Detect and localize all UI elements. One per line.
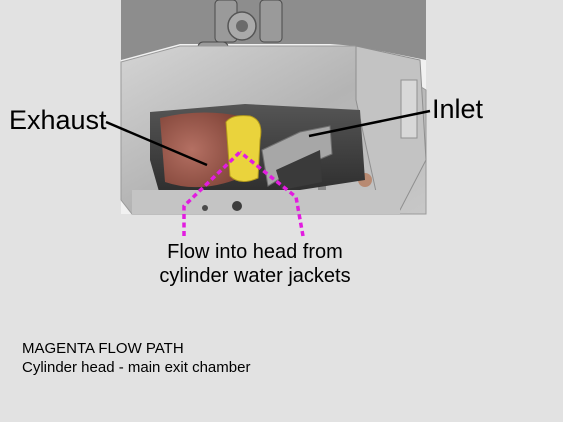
inlet-callout: Inlet <box>432 94 484 124</box>
exhaust-port <box>160 112 240 188</box>
yellow-plug <box>225 115 262 182</box>
flow-caption: Flow into head from cylinder water jacke… <box>100 240 410 288</box>
notes-subtitle: Cylinder head - main exit chamber <box>22 359 251 376</box>
inlet-leader-line <box>308 109 431 138</box>
magenta-flow-path-right <box>238 150 305 237</box>
exhaust-leader-line <box>105 120 208 167</box>
flow-caption-line: cylinder water jackets <box>159 265 351 287</box>
magenta-flow-path-left <box>182 150 242 236</box>
exhaust-callout: Exhaust <box>9 105 107 135</box>
flow-caption-line: Flow into head from <box>167 241 343 263</box>
notes-title: MAGENTA FLOW PATH <box>22 340 184 357</box>
footer-notes: MAGENTA FLOW PATH Cylinder head - main e… <box>22 339 250 377</box>
